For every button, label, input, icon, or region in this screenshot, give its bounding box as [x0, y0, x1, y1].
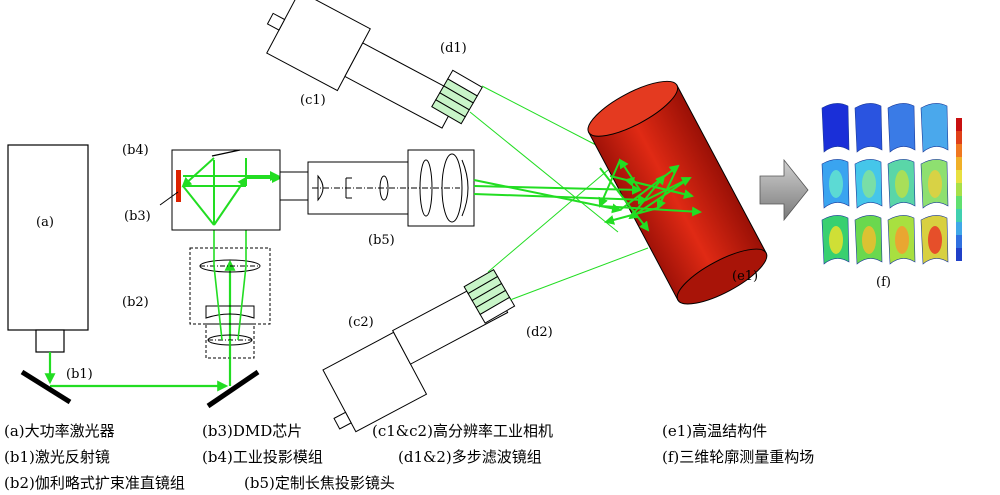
reconstruction-thumbnail: [821, 103, 850, 153]
colour-bar-segment: [956, 183, 962, 196]
label-b1: (b1): [66, 367, 93, 382]
reconstruction-hotspot: [928, 226, 942, 254]
legend-b3: (b3)DMD芯片: [202, 422, 303, 440]
label-d1: (d1): [440, 41, 467, 56]
result-arrow: [759, 158, 809, 222]
legend-e1: (e1)高温结构件: [662, 422, 768, 440]
legend-f: (f)三维轮廓测量重构场: [662, 448, 815, 466]
laser-mirrors: [20, 369, 260, 409]
camera-c1: [266, 0, 461, 129]
reconstruction-hotspot: [895, 226, 909, 254]
camera-view-lines: [469, 85, 649, 301]
reconstruction-hotspot: [895, 170, 909, 198]
colour-bar-segment: [956, 118, 962, 131]
reconstruction-hotspot: [862, 170, 876, 198]
legend-b2: (b2)伽利略式扩束准直镜组: [4, 474, 185, 492]
reconstruction-hotspot: [829, 226, 843, 254]
label-f: (f): [876, 275, 891, 290]
reconstruction-thumbnail: [854, 103, 883, 153]
colour-bar-segment: [956, 144, 962, 157]
reconstruction-hotspot: [928, 170, 942, 198]
colour-bar-segment: [956, 196, 962, 209]
colour-bar-segment: [956, 209, 962, 222]
colour-bar: [956, 118, 962, 261]
legend-d: (d1&2)多步滤波镜组: [398, 448, 542, 466]
label-b2: (b2): [122, 295, 149, 310]
legend-b1: (b1)激光反射镜: [4, 448, 110, 466]
colour-bar-segment: [956, 170, 962, 183]
label-b3: (b3): [124, 209, 151, 224]
label-a: (a): [36, 215, 54, 230]
projected-pattern: [473, 158, 702, 232]
legend-a: (a)大功率激光器: [4, 422, 115, 440]
projection-module: [159, 149, 282, 231]
colour-bar-segment: [956, 248, 962, 261]
reconstruction-thumbnail: [920, 103, 949, 153]
reconstruction-hotspot: [829, 170, 843, 198]
label-c1: (c1): [300, 93, 326, 108]
legend-b4: (b4)工业投影模组: [202, 448, 323, 466]
reconstruction-thumbnail: [887, 103, 916, 153]
laser-source: [7, 144, 89, 353]
reconstruction-field: [821, 103, 949, 265]
filter-d1: [431, 69, 483, 125]
colour-bar-segment: [956, 222, 962, 235]
colour-bar-segment: [956, 131, 962, 144]
label-b5: (b5): [368, 233, 395, 248]
label-b4: (b4): [122, 143, 149, 158]
colour-bar-segment: [956, 235, 962, 248]
filter-d2: [463, 268, 516, 324]
projection-lens: [279, 149, 475, 227]
colour-bar-segment: [956, 157, 962, 170]
legend-c: (c1&c2)高分辨率工业相机: [372, 422, 553, 440]
reconstruction-hotspot: [862, 226, 876, 254]
legend-b5: (b5)定制长焦投影镜头: [244, 474, 395, 492]
label-c2: (c2): [348, 315, 374, 330]
label-d2: (d2): [526, 325, 553, 340]
label-e1: (e1): [732, 269, 759, 284]
